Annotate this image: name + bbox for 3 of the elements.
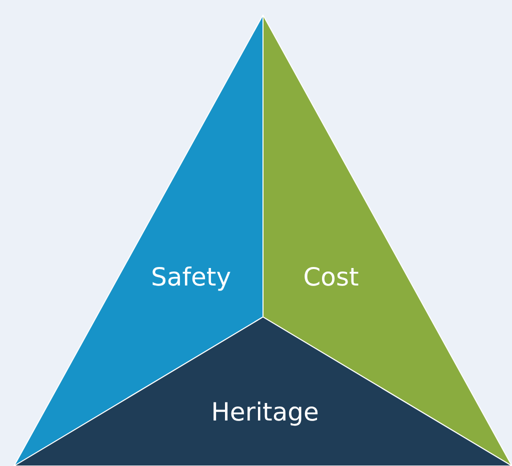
segment-label: Cost	[303, 262, 359, 292]
segment-label: Heritage	[211, 398, 319, 426]
segment-label: Safety	[151, 262, 231, 292]
